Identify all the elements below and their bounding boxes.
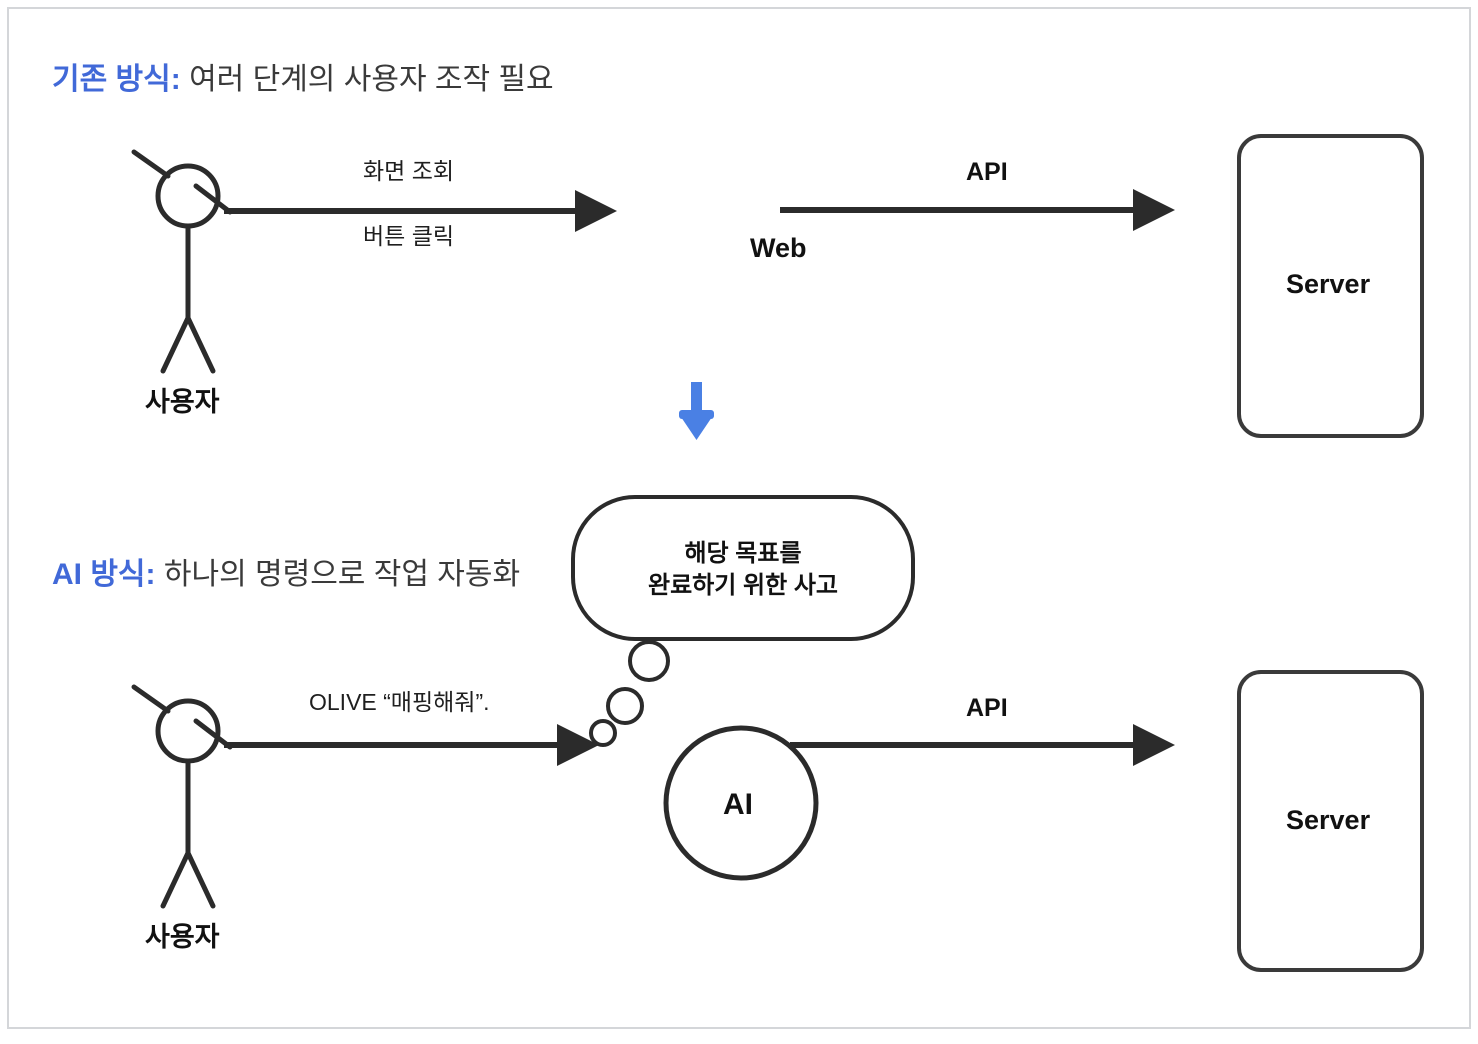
server-label-bottom: Server bbox=[1286, 805, 1371, 835]
legacy-arrow-label-view: 화면 조회 bbox=[363, 158, 455, 184]
ai-node-label: AI bbox=[723, 788, 753, 821]
user-label-top: 사용자 bbox=[145, 387, 220, 417]
ai-api-label: API bbox=[966, 694, 1008, 722]
web-node-label: Web bbox=[750, 233, 807, 263]
legacy-heading-accent: 기존 방식: bbox=[52, 63, 181, 96]
ai-heading-rest: 하나의 명령으로 작업 자동화 bbox=[155, 558, 521, 591]
legacy-arrow-label-click: 버튼 클릭 bbox=[363, 223, 455, 249]
legacy-section-heading: 기존 방식: 여러 단계의 사용자 조작 필요 bbox=[52, 61, 554, 99]
user-label-bottom: 사용자 bbox=[145, 922, 220, 952]
legacy-api-label: API bbox=[966, 158, 1008, 186]
canvas-frame bbox=[7, 7, 1471, 1029]
ai-section-heading: AI 방식: 하나의 명령으로 작업 자동화 bbox=[52, 556, 520, 594]
server-label-top: Server bbox=[1286, 269, 1371, 299]
ai-command-label: OLIVE “매핑해줘”. bbox=[309, 689, 490, 715]
thought-bubble-text: 해당 목표를 완료하기 위한 사고 bbox=[648, 540, 838, 600]
ai-heading-accent: AI 방식: bbox=[52, 558, 156, 591]
legacy-heading-rest: 여러 단계의 사용자 조작 필요 bbox=[180, 63, 554, 96]
